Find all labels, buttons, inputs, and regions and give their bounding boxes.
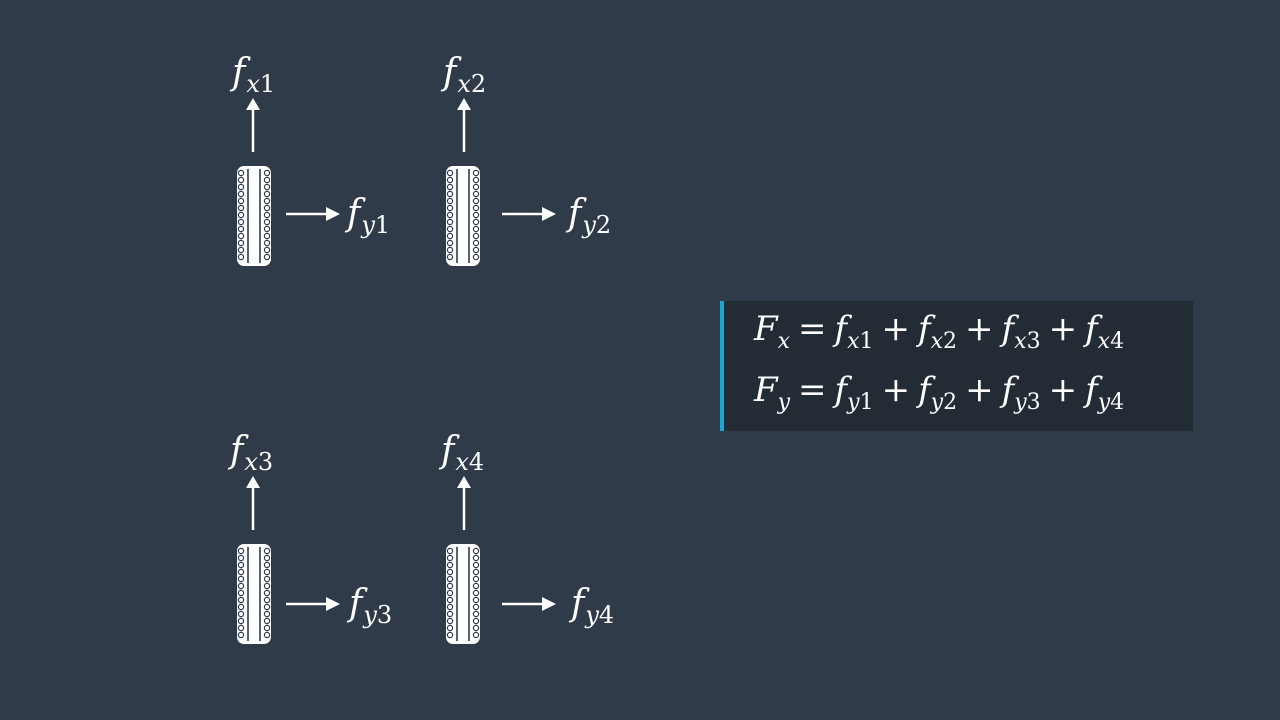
equation-fy: Fy=fy1+fy2+fy3+fy4: [754, 370, 1125, 415]
arrow-up-icon: [457, 98, 471, 152]
label-fy3: fy3: [349, 583, 393, 629]
label-fy1: fy1: [347, 193, 391, 239]
tire-icon: [237, 544, 271, 644]
arrow-right-icon: [286, 597, 340, 611]
label-fy2: fy2: [568, 193, 612, 239]
arrow-right-icon: [502, 597, 556, 611]
label-fx4: fx4: [441, 430, 485, 476]
arrow-right-icon: [286, 207, 340, 221]
label-fy4: fy4: [571, 583, 615, 629]
arrow-up-icon: [457, 476, 471, 530]
arrow-right-icon: [502, 207, 556, 221]
equation-fx: Fx=fx1+fx2+fx3+fx4: [754, 309, 1125, 354]
tire-icon: [237, 166, 271, 266]
tire-icon: [446, 544, 480, 644]
label-fx1: fx1: [232, 52, 276, 98]
tire-icon: [446, 166, 480, 266]
label-fx3: fx3: [230, 430, 274, 476]
label-fx2: fx2: [443, 52, 487, 98]
equation-box: Fx=fx1+fx2+fx3+fx4 Fy=fy1+fy2+fy3+fy4: [720, 301, 1193, 431]
arrow-up-icon: [246, 476, 260, 530]
arrow-up-icon: [246, 98, 260, 152]
